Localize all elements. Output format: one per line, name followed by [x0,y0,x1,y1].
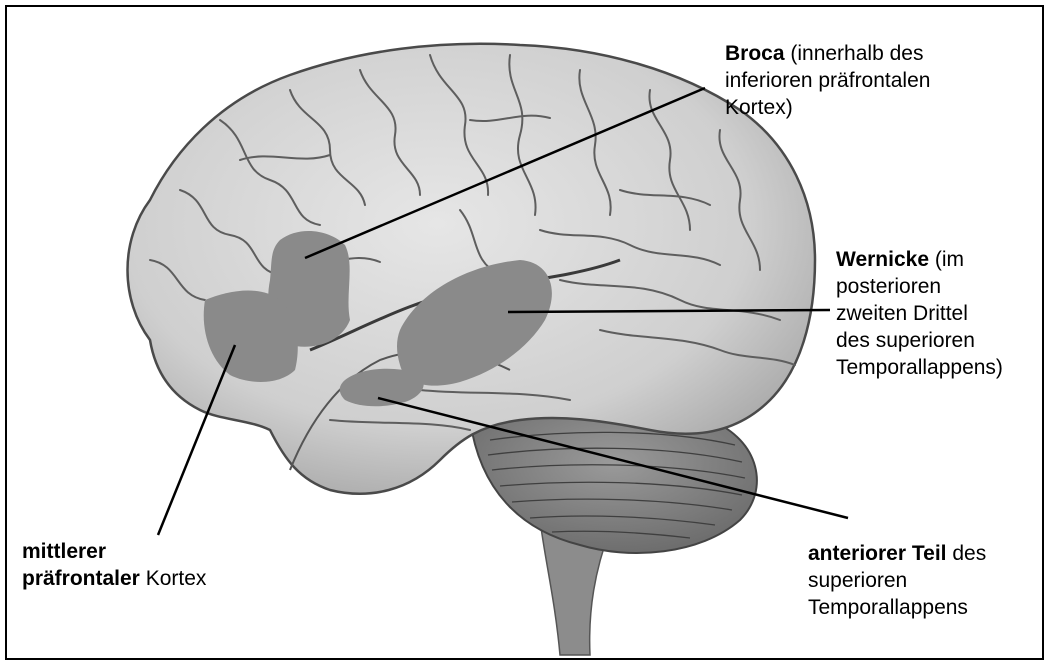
broca-label-line2: inferioren präfrontalen [725,67,930,94]
anterior-label-line3: Temporallappens [808,594,986,621]
wernicke-label-line4: des superioren [836,327,1003,354]
wernicke-label-line5: Temporallappens) [836,354,1003,381]
wernicke-label-line1: (im [929,248,964,271]
anterior-label: anteriorer Teil des superioren Temporall… [808,540,986,621]
wernicke-label-bold: Wernicke [836,248,929,271]
broca-label-line1: (innerhalb des [785,42,924,65]
anterior-label-bold: anteriorer Teil [808,542,947,565]
mittlerer-label-line2: Kortex [140,567,207,590]
broca-label-bold: Broca [725,42,785,65]
mittlerer-label-bold2: präfrontaler [22,567,140,590]
wernicke-label-line3: zweiten Drittel [836,300,1003,327]
anterior-label-line1: des [947,542,987,565]
mittlerer-label-bold1: mittlerer [22,540,106,563]
anterior-label-line2: superioren [808,567,986,594]
wernicke-label-line2: posterioren [836,273,1003,300]
broca-label-line3: Kortex) [725,94,930,121]
broca-label: Broca (innerhalb des inferioren präfront… [725,40,930,121]
mittlerer-label: mittlerer präfrontaler Kortex [22,538,206,592]
cerebrum [128,44,816,494]
wernicke-label: Wernicke (im posterioren zweiten Drittel… [836,246,1003,381]
